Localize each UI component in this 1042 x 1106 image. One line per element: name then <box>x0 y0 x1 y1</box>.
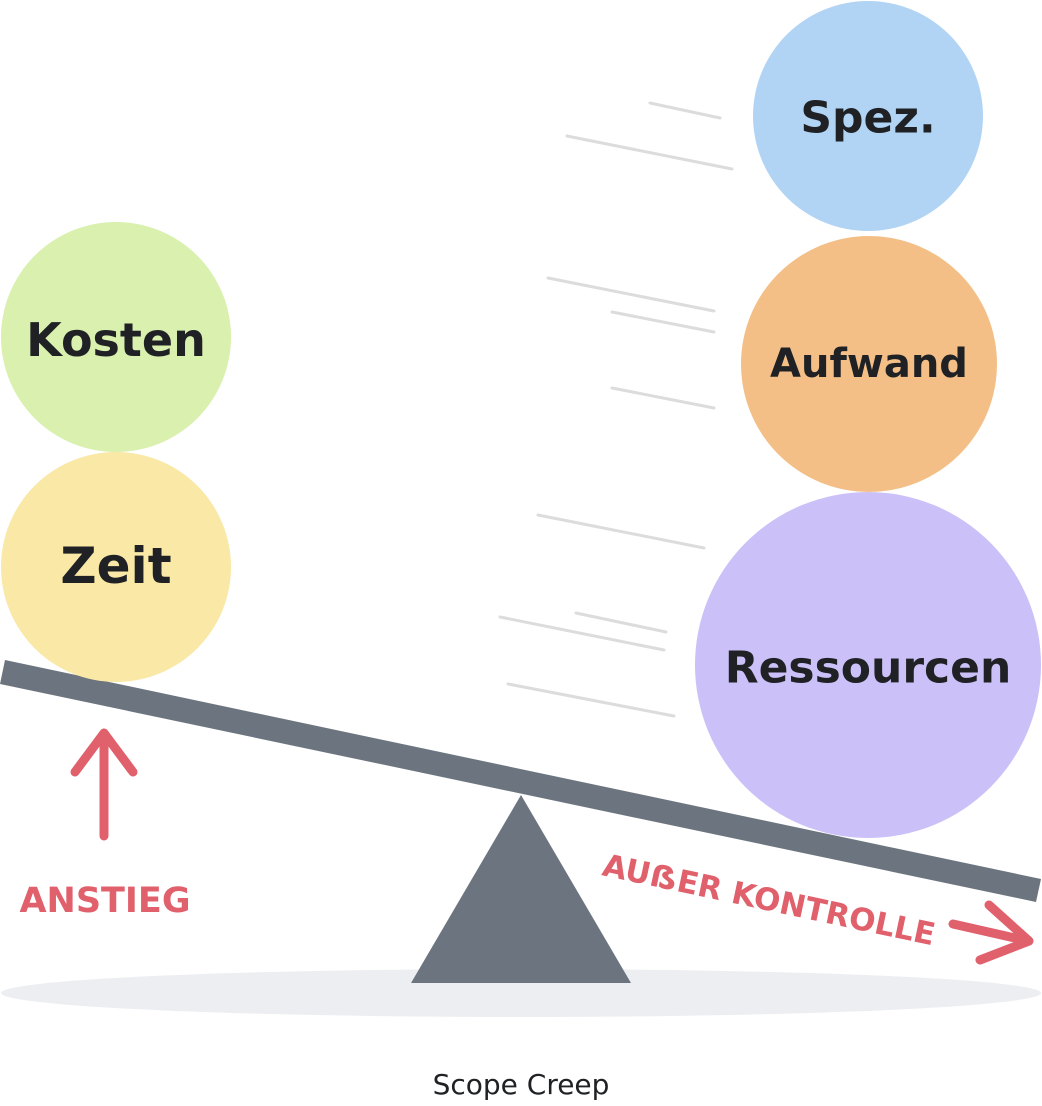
weight-spez: Spez. <box>753 1 983 231</box>
seesaw-fulcrum <box>411 795 631 983</box>
motion-line <box>610 310 716 334</box>
motion-line <box>506 682 676 718</box>
motion-line <box>546 276 716 313</box>
weight-zeit: Zeit <box>1 452 231 682</box>
seesaw-beam <box>0 660 1041 902</box>
motion-line <box>498 615 666 652</box>
ground-shadow <box>1 969 1041 1017</box>
weight-spez-label: Spez. <box>800 93 935 144</box>
weight-ressourcen: Ressourcen <box>695 492 1041 838</box>
motion-line <box>536 513 706 550</box>
motion-line <box>565 134 734 171</box>
motion-lines <box>498 101 734 718</box>
weight-ressourcen-label: Ressourcen <box>725 643 1012 694</box>
weight-aufwand-label: Aufwand <box>770 341 968 387</box>
right-arrow-icon <box>948 900 1034 965</box>
up-arrow-icon <box>70 728 138 841</box>
motion-line <box>574 611 668 634</box>
weight-zeit-label: Zeit <box>60 537 171 595</box>
diagram-caption: Scope Creep <box>433 1068 610 1101</box>
weight-kosten: Kosten <box>1 222 231 452</box>
weight-kosten-label: Kosten <box>26 313 206 367</box>
anstieg-label: ANSTIEG <box>19 881 190 921</box>
motion-line <box>648 101 722 120</box>
motion-line <box>610 386 716 410</box>
weight-aufwand: Aufwand <box>741 236 997 492</box>
